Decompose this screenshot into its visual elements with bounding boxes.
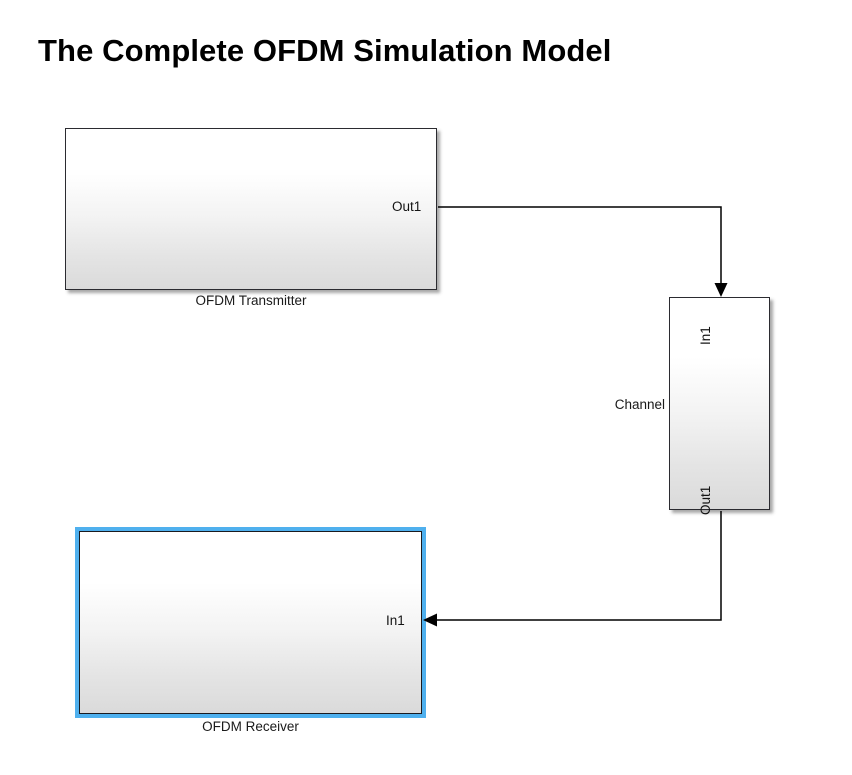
port-label-channel-in1: In1 bbox=[698, 326, 713, 345]
page-title: The Complete OFDM Simulation Model bbox=[38, 33, 612, 68]
signal-channel-to-rx[interactable] bbox=[423, 511, 722, 627]
signal-tx-to-channel[interactable] bbox=[438, 206, 728, 297]
block-ofdm-receiver[interactable] bbox=[79, 531, 422, 714]
port-label-transmitter-out1: Out1 bbox=[392, 199, 422, 214]
block-label-ofdm-receiver: OFDM Receiver bbox=[202, 719, 299, 734]
block-ofdm-transmitter[interactable] bbox=[65, 128, 437, 290]
block-label-ofdm-transmitter: OFDM Transmitter bbox=[195, 293, 307, 308]
block-label-channel: Channel bbox=[614, 397, 665, 412]
port-label-receiver-in1: In1 bbox=[386, 613, 405, 628]
port-label-channel-out1: Out1 bbox=[698, 485, 713, 515]
block-channel[interactable] bbox=[669, 297, 770, 510]
